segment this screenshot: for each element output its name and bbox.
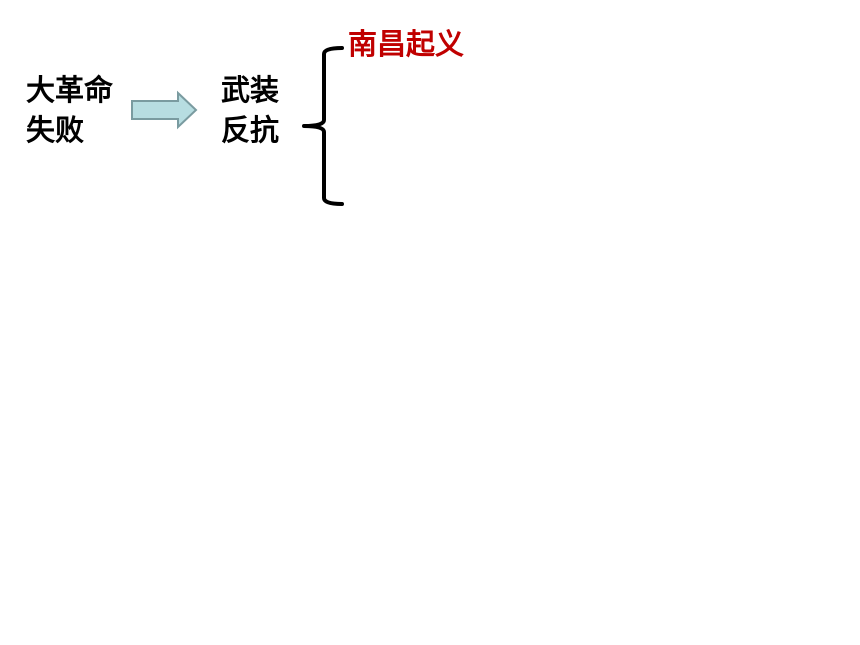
action-line-2: 反抗 (221, 113, 280, 147)
left-brace-shape (302, 46, 344, 206)
event-nanchang-uprising: 南昌起义 (348, 27, 465, 61)
action-label: 武装 反抗 (221, 70, 279, 150)
cause-line-1: 大革命 (26, 73, 114, 107)
cause-line-2: 失败 (26, 113, 85, 147)
left-brace-icon (302, 46, 344, 206)
action-line-1: 武装 (221, 73, 280, 107)
cause-label: 大革命 失败 (26, 70, 113, 150)
right-arrow-shape (131, 90, 198, 130)
right-arrow-icon (131, 90, 198, 130)
